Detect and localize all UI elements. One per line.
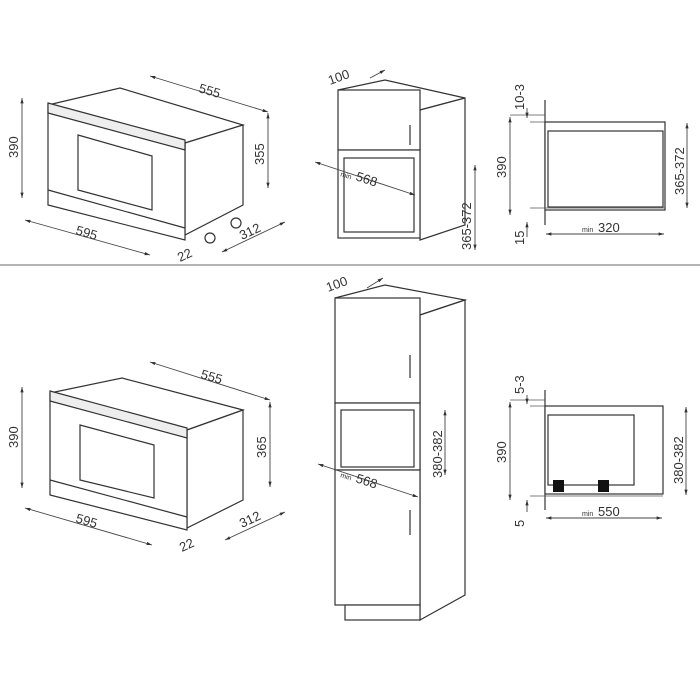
dim-min-width: 568	[354, 169, 379, 190]
dim-niche-height: 365-372	[459, 202, 474, 250]
oven-bottom-isometric: 390 555 365 595 312 22	[6, 361, 286, 555]
dim-min-depth: 550	[598, 504, 620, 519]
dim-width: 595	[74, 222, 99, 242]
dim-side-height: 355	[252, 143, 267, 165]
oven-top-isometric: 390 555 355 595 312 22	[6, 75, 286, 265]
min-label: min	[582, 227, 593, 234]
dim-width: 595	[74, 510, 99, 530]
dim-depth: 555	[199, 366, 224, 386]
side-view-bottom: 390 5-3 5 min 550 380-382	[494, 375, 688, 527]
dim-height: 390	[494, 441, 509, 463]
foot-icon	[204, 232, 216, 244]
dim-height: 390	[494, 156, 509, 178]
min-label: min	[582, 511, 593, 518]
dim-front-offset: 22	[177, 535, 196, 555]
cabinet-top: 100 min 568 365-372	[314, 66, 477, 250]
dim-top-gap: 100	[324, 273, 350, 295]
dim-height: 390	[6, 426, 21, 448]
dim-bottom-gap: 15	[512, 231, 527, 245]
side-view-top: 390 10-3 15 min 320 365-372	[494, 84, 689, 245]
dim-niche-height: 365-372	[672, 147, 687, 195]
cabinet-tall: 100 min 568 380-382	[317, 273, 468, 622]
dim-height: 390	[6, 136, 21, 158]
foot-icon	[598, 480, 609, 492]
dim-min-width: 568	[354, 471, 379, 492]
dim-depth: 555	[197, 80, 222, 100]
dim-top-gap: 100	[326, 66, 352, 88]
dim-top-gap: 10-3	[512, 84, 527, 110]
dim-front-offset: 22	[175, 245, 194, 265]
dim-top-gap: 5-3	[512, 375, 527, 394]
foot-icon	[230, 217, 242, 229]
min-label: min	[339, 472, 352, 482]
dim-niche-height: 380-382	[671, 436, 686, 484]
foot-icon	[553, 480, 564, 492]
min-label: min	[339, 171, 352, 181]
dim-side-height: 365	[254, 436, 269, 458]
dim-depth-side: 312	[237, 508, 263, 531]
dim-min-depth: 320	[598, 220, 620, 235]
dim-bottom-gap: 5	[512, 520, 527, 527]
dim-niche-height: 380-382	[430, 430, 445, 478]
